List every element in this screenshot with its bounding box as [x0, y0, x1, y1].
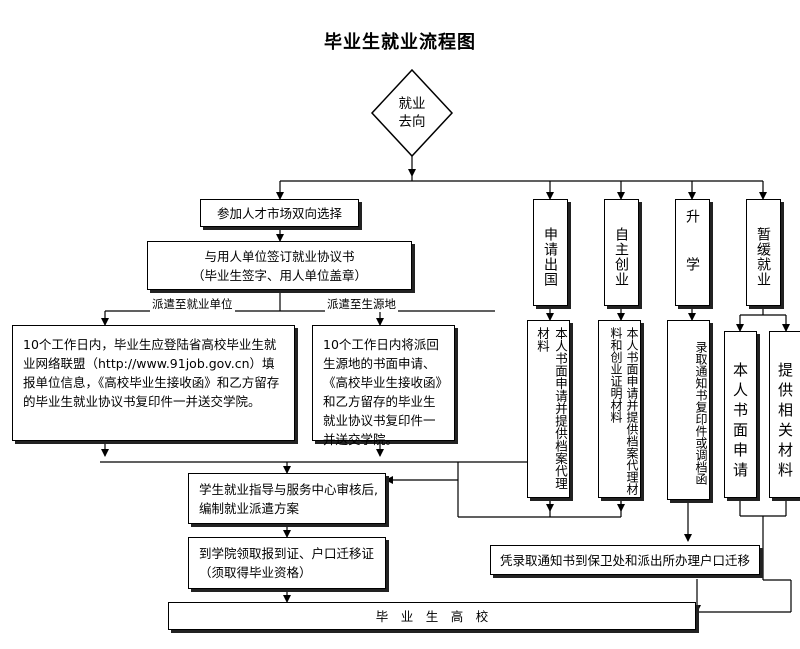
option-label-self-employment: 自主创业	[613, 226, 629, 287]
detail-text-deferred-materials: 提供相关材料	[776, 361, 794, 482]
option-box-study-abroad: 申请出国	[533, 199, 568, 306]
detail-box-deferred-application: 本人书面申请	[724, 331, 757, 498]
origin-instructions-text: 10个工作日内将派回生源地的书面申请、《高校毕业生接收函》和乙方留存的毕业生就业…	[323, 337, 442, 447]
university-box: 毕 业 生 高 校	[168, 602, 696, 630]
option-box-self-employment: 自主创业	[604, 199, 639, 306]
certificate-box: 到学院领取报到证、户口迁移证 （须取得毕业资格）	[188, 537, 386, 589]
sign-agreement-line2: （毕业生签字、用人单位盖章）	[191, 267, 367, 283]
hukou-migration-label: 凭录取通知书到保卫处和派出所办理户口迁移	[499, 552, 750, 568]
decision-label: 就业 去向	[382, 95, 442, 131]
mutual-choice-box: 参加人才市场双向选择	[200, 199, 359, 227]
option-label-further-study: 升学	[684, 208, 700, 305]
option-box-deferred-employment: 暂缓就业	[746, 199, 781, 306]
review-box: 学生就业指导与服务中心审核后, 编制就业派遣方案	[188, 473, 386, 524]
detail-box-deferred-materials: 提供相关材料	[769, 331, 800, 498]
university-label: 毕 业 生 高 校	[375, 608, 489, 624]
detail-box-self-employment: 本人书面申请并提供档案代理材料和创业证明材料	[598, 320, 641, 498]
certificate-line1: 到学院领取报到证、户口迁移证	[199, 546, 375, 561]
detail-box-further-study: 录取通知书复印件或调档函	[667, 320, 710, 500]
page-title: 毕业生就业流程图	[324, 32, 476, 53]
option-box-further-study: 升学	[675, 199, 710, 306]
branch-label-employer: 派遣至就业单位	[150, 296, 235, 312]
sign-agreement-line1: 与用人单位签订就业协议书	[204, 248, 355, 264]
option-label-deferred-employment: 暂缓就业	[755, 226, 771, 287]
decision-label-line1: 就业	[398, 96, 426, 112]
review-line1: 学生就业指导与服务中心审核后,	[199, 481, 378, 497]
detail-text-study-abroad: 本人书面申请并提供档案代理材料	[535, 327, 568, 490]
hukou-migration-box: 凭录取通知书到保卫处和派出所办理户口迁移	[490, 545, 760, 575]
review-line2: 编制就业派遣方案	[199, 500, 300, 516]
detail-text-deferred-application: 本人书面申请	[731, 361, 749, 482]
employer-instructions-box: 10个工作日内，毕业生应登陆省高校毕业生就业网络联盟（http://www.91…	[12, 325, 295, 441]
detail-text-self-employment: 本人书面申请并提供档案代理材料和创业证明材料	[609, 327, 639, 495]
decision-label-line2: 去向	[398, 114, 426, 130]
employer-instructions-text: 10个工作日内，毕业生应登陆省高校毕业生就业网络联盟（http://www.91…	[23, 337, 280, 409]
branch-label-origin: 派遣至生源地	[325, 296, 398, 312]
detail-text-further-study: 录取通知书复印件或调档函	[694, 341, 708, 485]
option-label-study-abroad: 申请出国	[542, 226, 558, 287]
origin-instructions-box: 10个工作日内将派回生源地的书面申请、《高校毕业生接收函》和乙方留存的毕业生就业…	[312, 325, 455, 447]
sign-agreement-box: 与用人单位签订就业协议书 （毕业生签字、用人单位盖章）	[147, 241, 412, 290]
certificate-line2: （须取得毕业资格）	[199, 565, 312, 580]
mutual-choice-label: 参加人才市场双向选择	[216, 205, 342, 221]
detail-box-study-abroad: 本人书面申请并提供档案代理材料	[527, 320, 570, 498]
